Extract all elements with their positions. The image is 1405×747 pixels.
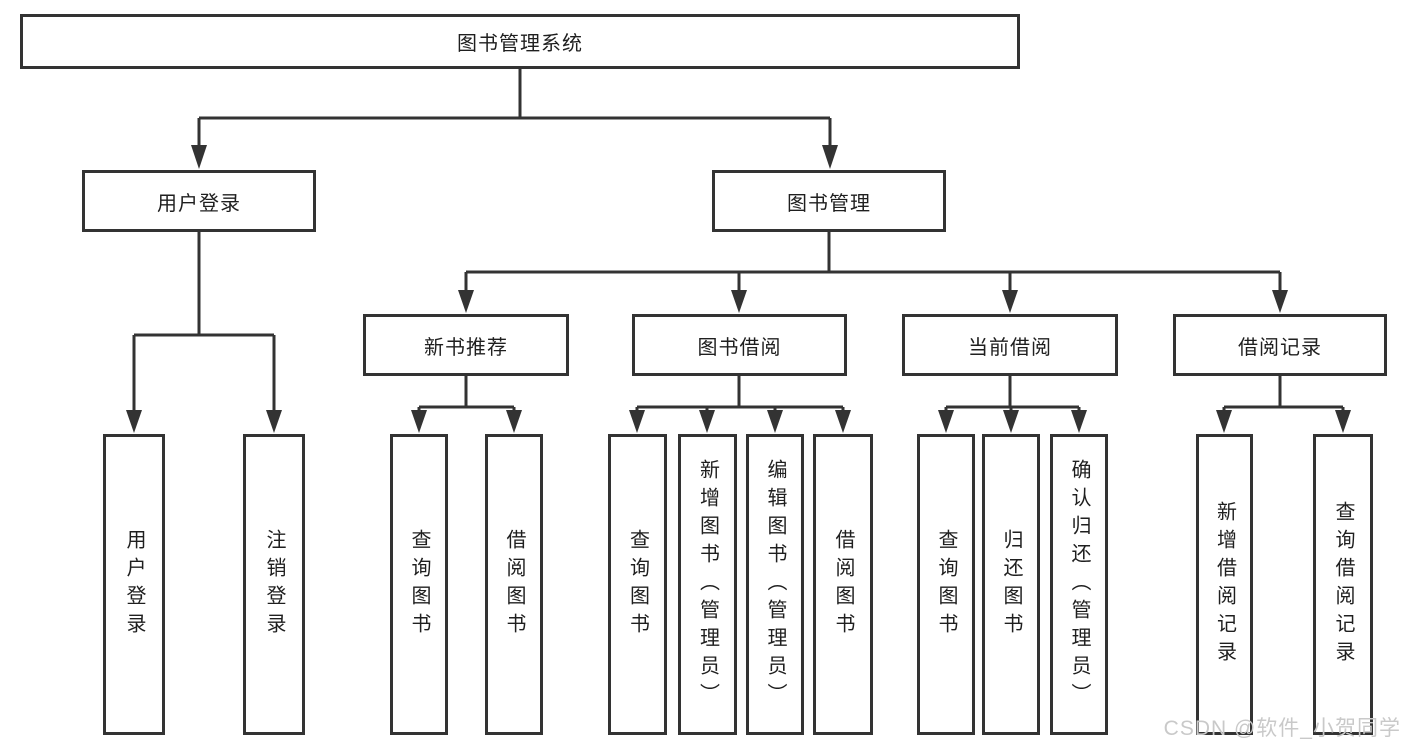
node-leaf-bb-add-books-label: 新增图书（管理员） [696,458,719,711]
node-leaf-br-query-record-label: 查询借阅记录 [1332,500,1354,669]
node-leaf-rec-query-books: 查询图书 [390,434,448,735]
node-leaf-cb-confirm-return: 确认归还（管理员） [1050,434,1108,735]
node-borrow-records: 借阅记录 [1173,314,1387,376]
node-leaf-user-login-label: 用户登录 [123,528,145,641]
connector-new-book-branch [411,376,522,433]
node-leaf-bb-edit-books-label: 编辑图书（管理员） [764,458,786,711]
connector-borrow-records-branch [1216,376,1351,433]
node-leaf-br-query-record: 查询借阅记录 [1313,434,1373,735]
node-current-borrow-label: 当前借阅 [968,336,1052,359]
node-leaf-rec-borrow-books: 借阅图书 [485,434,543,735]
node-new-book-rec-label: 新书推荐 [424,336,508,359]
connector-book-borrow-branch [629,376,851,433]
node-leaf-bb-edit-books: 编辑图书（管理员） [746,434,804,735]
node-leaf-bb-query-books: 查询图书 [608,434,667,735]
node-leaf-cb-return-books-label: 归还图书 [1000,528,1022,641]
node-root-label: 图书管理系统 [457,33,583,55]
node-borrow-records-label: 借阅记录 [1238,336,1322,359]
node-leaf-br-add-record-label: 新增借阅记录 [1213,500,1236,669]
node-user-login-label: 用户登录 [157,192,241,215]
node-book-mgmt: 图书管理 [712,170,946,232]
node-leaf-cb-confirm-return-label: 确认归还（管理员） [1068,458,1090,711]
node-leaf-user-login: 用户登录 [103,434,165,735]
connector-book-mgmt-branch [458,232,1288,313]
node-book-borrow-label: 图书借阅 [697,336,782,359]
node-new-book-rec: 新书推荐 [363,314,569,376]
node-leaf-cb-query-books-label: 查询图书 [935,528,957,641]
connector-user-login-branch [126,232,282,433]
node-leaf-cb-query-books: 查询图书 [917,434,975,735]
node-leaf-bb-add-books: 新增图书（管理员） [678,434,737,735]
node-leaf-bb-borrow-books: 借阅图书 [813,434,873,735]
node-leaf-rec-query-books-label: 查询图书 [408,528,430,641]
node-root: 图书管理系统 [20,14,1020,69]
node-leaf-bb-query-books-label: 查询图书 [626,528,649,641]
node-book-mgmt-label: 图书管理 [787,192,871,215]
node-user-login: 用户登录 [82,170,316,232]
node-current-borrow: 当前借阅 [902,314,1118,376]
node-leaf-logout-label: 注销登录 [263,528,285,641]
connector-root-to-level2 [191,69,838,169]
node-leaf-cb-return-books: 归还图书 [982,434,1040,735]
csdn-watermark: CSDN @软件_小贺同学 [1163,717,1401,740]
node-leaf-bb-borrow-books-label: 借阅图书 [832,528,854,641]
node-leaf-br-add-record: 新增借阅记录 [1196,434,1253,735]
node-book-borrow: 图书借阅 [632,314,847,376]
node-leaf-logout: 注销登录 [243,434,305,735]
node-leaf-rec-borrow-books-label: 借阅图书 [503,528,525,641]
connector-current-borrow-branch [938,376,1087,433]
